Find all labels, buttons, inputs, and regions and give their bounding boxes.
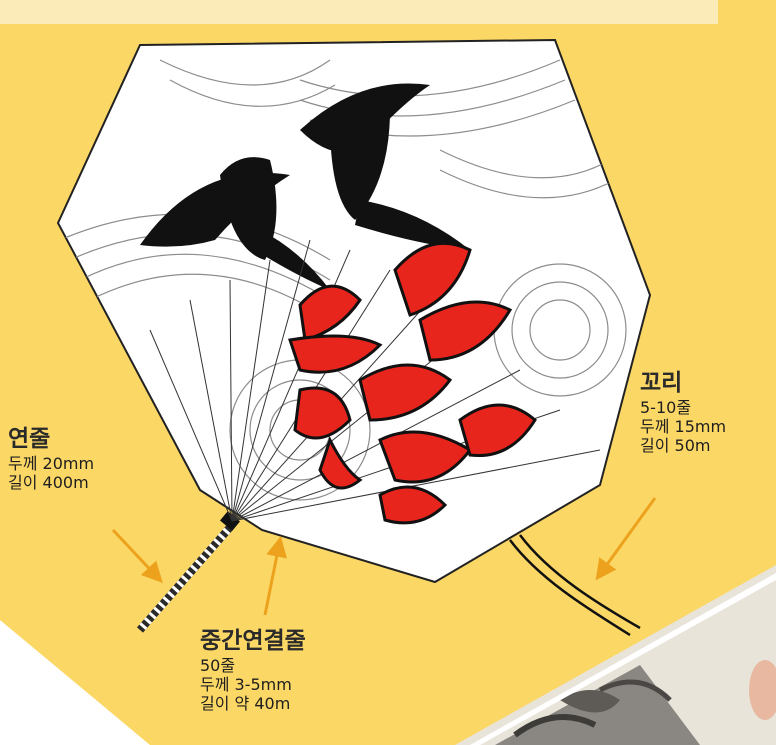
label-bridle-title: 중간연결줄	[200, 628, 306, 654]
arrow-main-line	[111, 528, 163, 584]
label-bridle-length: 길이 약 40m	[200, 693, 291, 713]
callout-arrows	[111, 497, 657, 616]
label-tail: 꼬리 5-10줄 두께 15mm 길이 50m	[640, 370, 726, 455]
label-main-line-thickness: 두께 20mm	[8, 453, 95, 473]
top-banner	[0, 0, 718, 24]
label-main-line-title: 연줄	[8, 426, 51, 452]
label-tail-count: 5-10줄	[640, 397, 692, 417]
label-main-line: 연줄 두께 20mm 길이 400m	[8, 426, 94, 492]
label-tail-length: 길이 50m	[640, 435, 711, 455]
label-bridle: 중간연결줄 50줄 두께 3-5mm 길이 약 40m	[200, 628, 306, 713]
label-tail-thickness: 두께 15mm	[640, 416, 727, 436]
arrow-tail	[595, 497, 657, 581]
label-bridle-count: 50줄	[200, 655, 236, 675]
main-line-rope	[136, 511, 240, 633]
photo-inset	[455, 565, 776, 745]
arrow-bridle	[263, 535, 288, 616]
kite-tail	[509, 534, 641, 637]
label-main-line-length: 길이 400m	[8, 472, 89, 492]
label-bridle-thickness: 두께 3-5mm	[200, 674, 292, 694]
kite-illustration	[56, 38, 652, 584]
label-tail-title: 꼬리	[640, 370, 683, 396]
